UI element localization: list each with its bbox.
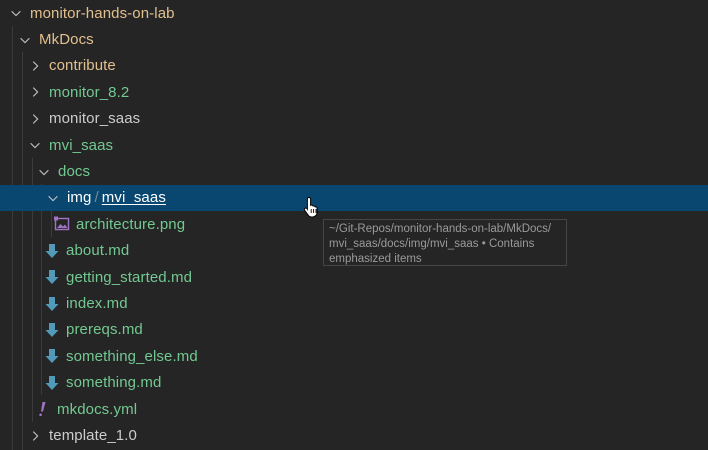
markdown-file-icon — [44, 375, 60, 391]
file-label: prereqs.md — [66, 321, 143, 339]
tree-item-template-1-0[interactable]: template_1.0 — [0, 422, 708, 448]
compact-folder-separator: / — [94, 189, 99, 207]
tree-item-mkdocs[interactable]: MkDocs — [0, 26, 708, 52]
tooltip-line: ~/Git-Repos/monitor-hands-on-lab/MkDocs/ — [329, 223, 552, 235]
chevron-down-icon — [45, 190, 61, 206]
indent-guide — [12, 26, 13, 450]
folder-label: monitor_saas — [49, 110, 141, 128]
tree-item-something-md[interactable]: something.md — [0, 370, 708, 396]
tree-item-mkdocs-yml[interactable]: mkdocs.yml — [0, 396, 708, 422]
tree-item-architecture-png[interactable]: architecture.png — [0, 211, 708, 237]
folder-label: contribute — [49, 57, 116, 75]
tree-item-monitor-8-2[interactable]: monitor_8.2 — [0, 79, 708, 105]
folder-label: docs — [58, 163, 91, 181]
tree-item-mvi-saas[interactable]: mvi_saas — [0, 132, 708, 158]
indent-guide — [51, 211, 52, 237]
markdown-file-icon — [44, 322, 60, 338]
file-label: something_else.md — [66, 347, 198, 365]
tooltip-line: mvi_saas/docs/img/mvi_saas • Contains — [329, 238, 535, 250]
folder-label: MkDocs — [39, 31, 94, 49]
tree-item-img-mvi-saas[interactable]: img / mvi_saas — [0, 184, 708, 212]
file-label: about.md — [66, 242, 130, 260]
folder-label: monitor_8.2 — [49, 83, 130, 101]
tree-item-about-md[interactable]: about.md — [0, 238, 708, 264]
indent-guide — [32, 158, 33, 422]
yaml-file-icon — [35, 401, 51, 417]
tree-item-monitor-saas[interactable]: monitor_saas — [0, 106, 708, 132]
tooltip-line: emphasized items — [329, 253, 422, 265]
file-label: getting_started.md — [66, 268, 193, 286]
markdown-file-icon — [44, 269, 60, 285]
chevron-right-icon — [27, 428, 43, 444]
folder-label: monitor-hands-on-lab — [30, 4, 175, 22]
folder-label: template_1.0 — [49, 427, 137, 445]
chevron-down-icon — [17, 32, 33, 48]
tree-item-contribute[interactable]: contribute — [0, 53, 708, 79]
indent-guide — [22, 52, 23, 450]
chevron-down-icon — [36, 164, 52, 180]
tree-item-docs[interactable]: docs — [0, 158, 708, 184]
chevron-right-icon — [27, 111, 43, 127]
file-label: index.md — [66, 295, 128, 313]
compact-folder-segment-mvi-saas[interactable]: mvi_saas — [101, 189, 166, 207]
markdown-file-icon — [44, 348, 60, 364]
chevron-down-icon — [27, 137, 43, 153]
tree-item-monitor-hands-on-lab[interactable]: monitor-hands-on-lab — [0, 0, 708, 26]
chevron-right-icon — [27, 58, 43, 74]
chevron-down-icon — [8, 5, 24, 21]
tree-item-prereqs-md[interactable]: prereqs.md — [0, 317, 708, 343]
hand-pointer-cursor-icon — [303, 196, 321, 218]
tree-item-index-md[interactable]: index.md — [0, 290, 708, 316]
file-label: architecture.png — [76, 215, 186, 233]
chevron-right-icon — [27, 84, 43, 100]
markdown-file-icon — [44, 243, 60, 259]
tree-item-something-else-md[interactable]: something_else.md — [0, 343, 708, 369]
indent-guide — [41, 184, 42, 395]
file-label: something.md — [66, 374, 162, 392]
file-label: mkdocs.yml — [57, 400, 138, 418]
compact-folder-segment-img[interactable]: img — [67, 189, 92, 207]
image-file-icon — [54, 216, 70, 232]
path-tooltip: ~/Git-Repos/monitor-hands-on-lab/MkDocs/… — [323, 219, 567, 266]
markdown-file-icon — [44, 296, 60, 312]
folder-label: mvi_saas — [49, 136, 114, 154]
tree-item-getting-started-md[interactable]: getting_started.md — [0, 264, 708, 290]
